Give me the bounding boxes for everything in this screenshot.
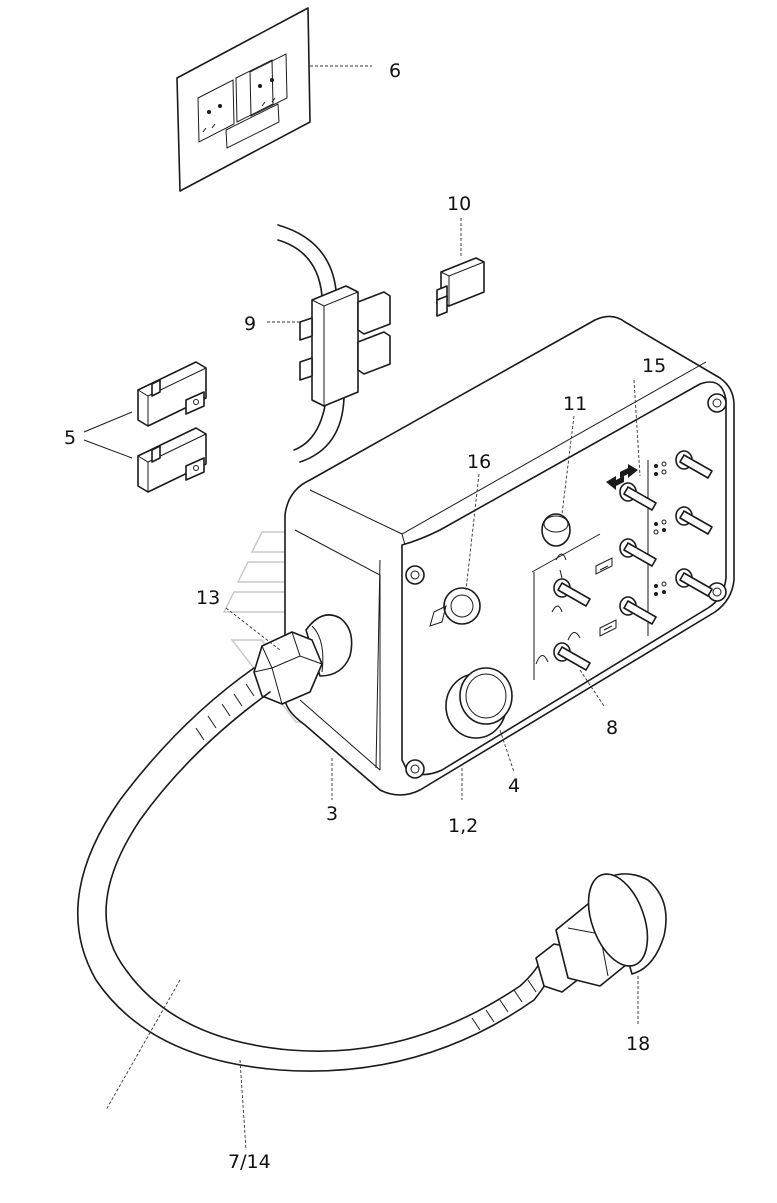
toggle-switch	[553, 578, 591, 607]
toggle-switch	[619, 596, 657, 625]
arrow-left-icon	[606, 476, 624, 490]
callout-label-5: 5	[64, 427, 76, 449]
callout-label-11: 11	[563, 393, 587, 415]
arrow-right-icon	[620, 464, 638, 478]
cable-gland-part-13	[225, 607, 353, 705]
relay-part-5-lower	[137, 427, 207, 493]
callout-label-1-2: 1,2	[448, 815, 478, 837]
indicator-lamp-part-16	[429, 473, 481, 627]
toggle-switch	[619, 482, 657, 511]
callout-label-13: 13	[196, 587, 220, 609]
switch-symbols	[531, 461, 667, 680]
callout-label-16: 16	[467, 451, 491, 473]
label-sheet-part-6	[176, 7, 372, 192]
relay-part-5-upper	[137, 361, 207, 427]
callout-label-8: 8	[606, 717, 618, 739]
toggle-switch	[675, 568, 713, 597]
toggle-switch	[675, 506, 713, 535]
cable-part-7-14	[76, 667, 557, 1151]
callout-label-4: 4	[508, 775, 520, 797]
toggle-switch	[675, 450, 713, 479]
toggle-switch	[619, 538, 657, 567]
callout-label-15: 15	[642, 355, 666, 377]
callout-label-18: 18	[626, 1033, 650, 1055]
callout-label-3: 3	[326, 803, 338, 825]
callout-label-9: 9	[244, 313, 256, 335]
cable-connector-part-9	[267, 224, 391, 463]
toggle-switch	[553, 642, 591, 671]
callout-label-10: 10	[447, 193, 471, 215]
callout-label-6: 6	[389, 60, 401, 82]
push-button-part-4	[445, 667, 515, 773]
knob-part-11	[541, 415, 575, 547]
plug-connector-part-18	[535, 873, 667, 1026]
fuse-part-10	[436, 218, 485, 317]
callout-label-7-14: 7/14	[228, 1151, 271, 1173]
toggle-switches	[553, 450, 713, 671]
